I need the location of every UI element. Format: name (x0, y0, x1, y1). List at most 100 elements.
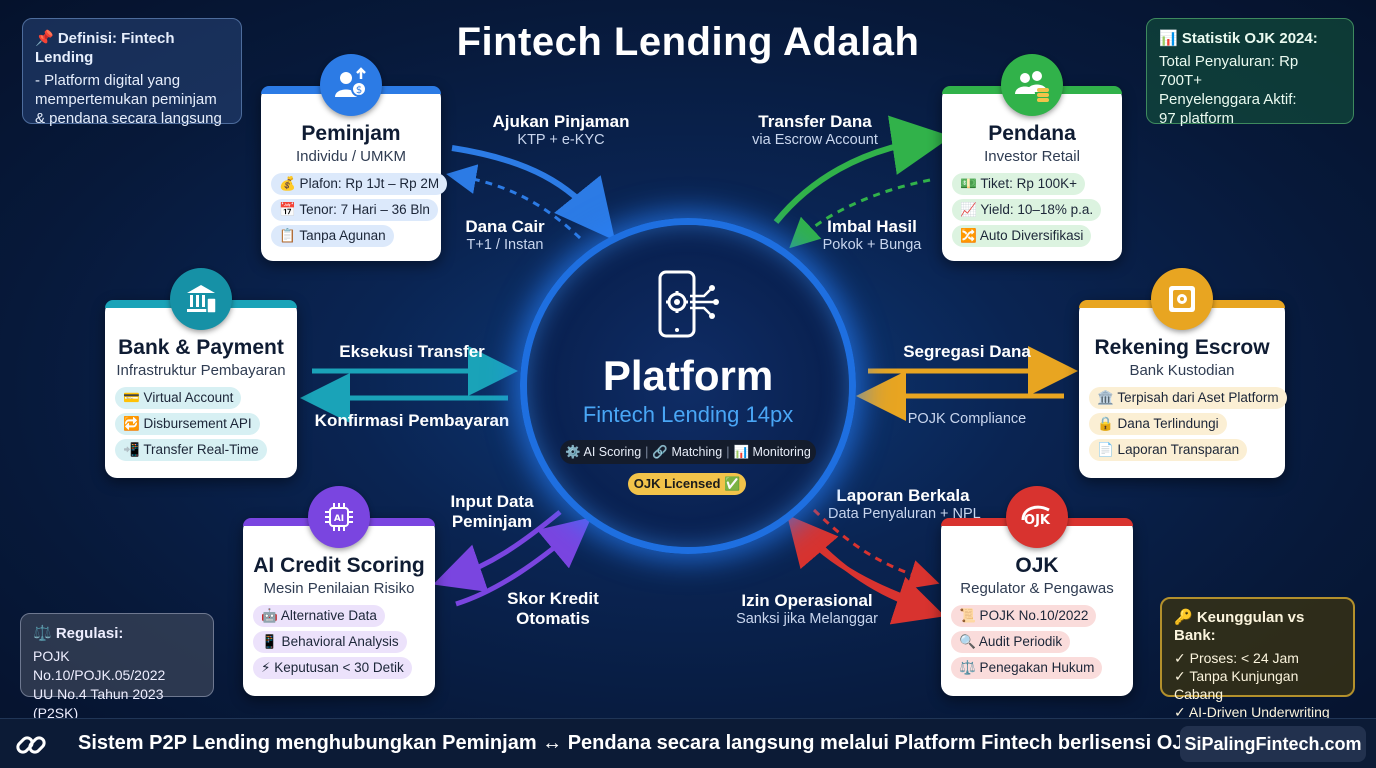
definition-line: - Platform digital yang (35, 72, 181, 89)
svg-text:OJK: OJK (1024, 513, 1051, 528)
card-title: OJK (1015, 554, 1059, 577)
arrow-label: Imbal Hasil (827, 217, 917, 236)
arrow-label: Input Data (450, 492, 534, 511)
statistics-heading: 📊 Statistik OJK 2024: (1159, 30, 1318, 47)
bank-icon (170, 268, 232, 330)
chip: 💵 Tiket: Rp 100K+ (952, 173, 1085, 195)
svg-text:$: $ (356, 85, 362, 96)
arrow-sublabel: Pokok + Bunga (822, 237, 922, 253)
arrow-imbal (789, 178, 931, 249)
arrow-label: Izin Operasional (741, 591, 873, 610)
card-title: AI Credit Scoring (253, 554, 425, 577)
card-subtitle: Mesin Penilaian Risiko (263, 580, 415, 597)
chip: 💳 Virtual Account (115, 387, 242, 409)
chip: 💰 Plafon: Rp 1Jt – Rp 2M (271, 173, 448, 195)
label-eksekusi: Eksekusi Transfer (330, 342, 494, 362)
platform-tags: ⚙️ AI Scoring | 🔗 Matching | 📊 Monitorin… (560, 440, 816, 464)
statistics-line: Total Penyaluran: Rp 700T+ (1159, 53, 1299, 89)
page-title: Fintech Lending Adalah (456, 20, 920, 64)
investors-icon (1001, 54, 1063, 116)
arrow-sublabel: Data Penyaluran + NPL (828, 506, 981, 522)
arrow-skor (455, 517, 592, 607)
advantages-line: ✓ Tanpa Kunjungan Cabang (1174, 668, 1299, 702)
card-title: Peminjam (301, 122, 401, 145)
label-pojk: POJK Compliance (892, 411, 1042, 427)
card-title: Pendana (988, 122, 1076, 145)
arrow-label: Eksekusi Transfer (339, 342, 485, 361)
arrow-ajukan (451, 145, 616, 241)
statistics-box: 📊 Statistik OJK 2024: Total Penyaluran: … (1146, 18, 1354, 127)
arrow-label: Dana Cair (465, 217, 545, 236)
arrow-label: Peminjam (451, 512, 533, 531)
definition-line: mempertemukan peminjam (35, 91, 217, 108)
chip: 🔁 Disbursement API (115, 413, 260, 435)
chip: 📱 Behavioral Analysis (253, 631, 407, 653)
advantages-box: 🔑 Keunggulan vs Bank: ✓ Proses: < 24 Jam… (1160, 597, 1355, 720)
footer-bar (0, 718, 1376, 768)
platform-tag: 📊 Monitoring (733, 444, 811, 459)
platform-subtitle: Fintech Lending 14px (582, 402, 794, 427)
platform-title: Platform (602, 352, 774, 399)
label-transfer: Transfer Dana via Escrow Account (740, 112, 890, 148)
regulation-line: UU No.4 Tahun 2023 (P2SK) (33, 686, 164, 721)
svg-text:AI: AI (334, 514, 344, 524)
arrow-sublabel: KTP + e-KYC (517, 132, 605, 148)
card-subtitle: Infrastruktur Pembayaran (116, 362, 286, 379)
card-title: Rekening Escrow (1094, 336, 1270, 359)
chip: ⚖️ Penegakan Hukum (951, 657, 1103, 679)
arrow-sublabel: via Escrow Account (752, 132, 878, 148)
arrow-label: Transfer Dana (758, 112, 872, 131)
chip: 📄 Laporan Transparan (1089, 439, 1248, 461)
arrow-transfer (773, 115, 952, 224)
label-laporan: Laporan Berkala Data Penyaluran + NPL (828, 486, 981, 522)
arrow-sublabel: Sanksi jika Melanggar (736, 611, 878, 627)
regulation-line: POJK No.10/POJK.05/2022 (33, 648, 166, 683)
card-bank-payment: Bank & Payment Infrastruktur Pembayaran … (105, 268, 297, 478)
label-segregasi: Segregasi Dana (892, 342, 1042, 362)
card-subtitle: Investor Retail (984, 148, 1080, 165)
regulation-heading: ⚖️ Regulasi: (33, 625, 124, 642)
arrow-izin-back (802, 526, 946, 625)
definition-box: 📌 Definisi: Fintech Lending - Platform d… (22, 18, 242, 127)
label-konfirmasi: Konfirmasi Pembayaran (312, 411, 512, 431)
card-ai-credit-scoring: AI AI Credit Scoring Mesin Penilaian Ris… (243, 486, 435, 696)
chip: 📈 Yield: 10–18% p.a. (952, 199, 1102, 221)
ojk-licensed-badge: OJK Licensed ✅ (628, 473, 746, 495)
label-input: Input Data Peminjam (440, 492, 544, 532)
advantages-line: ✓ AI-Driven Underwriting (1174, 704, 1330, 720)
connection-arrows (300, 115, 1078, 625)
footer-brand-link[interactable]: SiPalingFintech.com (1180, 726, 1366, 762)
advantages-line: ✓ Proses: < 24 Jam (1174, 650, 1299, 666)
link-icon (14, 728, 48, 762)
statistics-line: 97 platform (1159, 110, 1235, 127)
ai-chip-icon: AI (308, 486, 370, 548)
platform-tag: 🔗 Matching (652, 444, 723, 459)
chip: 🔀 Auto Diversifikasi (952, 225, 1092, 247)
chip: ⚡ Keputusan < 30 Detik (253, 657, 412, 679)
platform-tag: ⚙️ AI Scoring (565, 444, 642, 459)
card-subtitle: Regulator & Pengawas (960, 580, 1114, 597)
arrow-label: Otomatis (516, 609, 590, 628)
arrow-label: Laporan Berkala (836, 486, 970, 505)
arrow-cair (446, 164, 582, 240)
card-subtitle: Individu / UMKM (295, 148, 407, 165)
arrow-sublabel: POJK Compliance (907, 411, 1027, 427)
vault-icon (1151, 268, 1213, 330)
label-ajukan: Ajukan Pinjaman KTP + e-KYC (486, 112, 636, 148)
advantages-heading: 🔑 Keunggulan vs Bank: (1174, 609, 1305, 644)
arrow-label: Segregasi Dana (903, 342, 1031, 361)
arrow-label: Ajukan Pinjaman (492, 112, 630, 131)
footer-text: Sistem P2P Lending menghubungkan Peminja… (78, 732, 1198, 754)
chip: 🔒 Dana Terlindungi (1089, 413, 1227, 435)
card-peminjam: $ Peminjam Individu / UMKM 💰 Plafon: Rp … (261, 54, 448, 261)
ojk-logo-icon: OJK (1006, 486, 1068, 548)
card-subtitle: Bank Kustodian (1129, 362, 1235, 379)
card-pendana: Pendana Investor Retail 💵 Tiket: Rp 100K… (942, 54, 1122, 261)
smartphone-gear-icon (652, 268, 724, 344)
chip: 🤖 Alternative Data (253, 605, 385, 627)
label-skor: Skor Kredit Otomatis (500, 589, 606, 629)
card-escrow: Rekening Escrow Bank Kustodian 🏛️ Terpis… (1079, 268, 1287, 478)
label-imbal: Imbal Hasil Pokok + Bunga (812, 217, 932, 253)
card-ojk: OJK OJK Regulator & Pengawas 📜 POJK No.1… (941, 486, 1133, 696)
card-title: Bank & Payment (118, 336, 284, 359)
